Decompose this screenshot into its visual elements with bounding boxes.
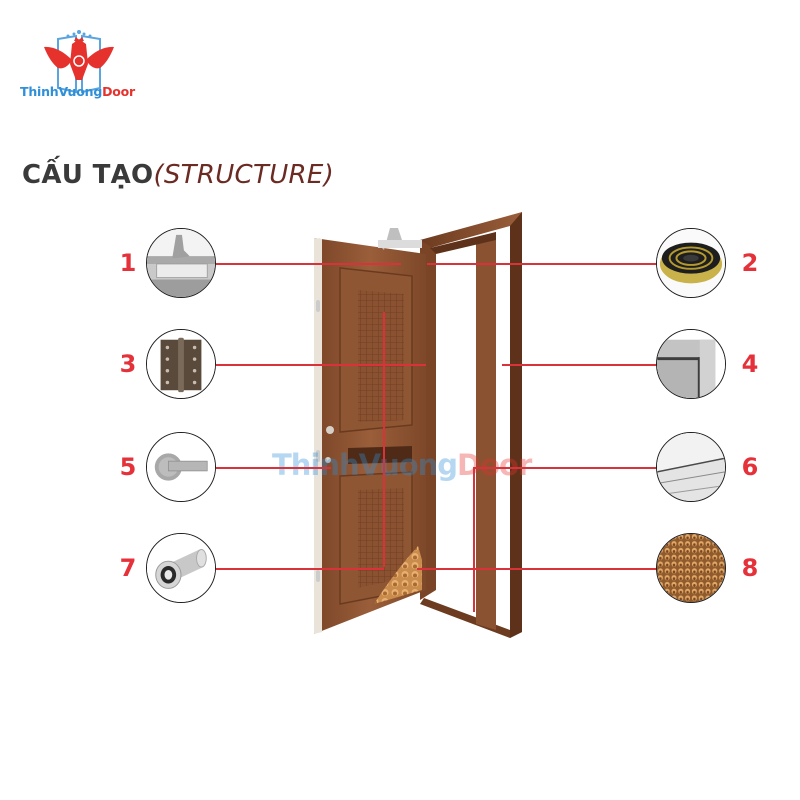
callout-number-5: 5 — [119, 453, 137, 481]
leader-line-7 — [216, 568, 384, 570]
steel-door-icon — [314, 212, 522, 638]
leader-line-6 — [473, 467, 657, 469]
watermark-part1: ThinhVuong — [272, 448, 458, 482]
leader-line-5 — [216, 467, 331, 469]
watermark: ThinhVuongDoor — [272, 448, 532, 482]
aluminum-strip-icon — [657, 433, 725, 501]
lever-handle-icon — [147, 433, 215, 501]
leader-vline-3 — [383, 312, 385, 567]
callout-number-7: 7 — [119, 554, 137, 582]
title-english: (STRUCTURE) — [153, 160, 335, 190]
hinge-icon — [147, 330, 215, 398]
component-8-honeycomb-core[interactable] — [656, 533, 726, 603]
leader-line-8 — [417, 568, 657, 570]
callout-number-3: 3 — [119, 350, 137, 378]
callout-number-1: 1 — [119, 249, 137, 277]
door-illustration — [300, 210, 540, 660]
leader-line-4 — [502, 364, 657, 366]
component-6-aluminum-strip[interactable] — [656, 432, 726, 502]
callout-number-8: 8 — [741, 554, 759, 582]
component-4-door-frame[interactable] — [656, 329, 726, 399]
honeycomb-core-icon — [657, 534, 725, 602]
brand-name: ThinhVuongDoor — [20, 84, 135, 99]
component-5-lever-handle[interactable] — [146, 432, 216, 502]
eagle-door-logo-icon — [44, 30, 114, 94]
title-vietnamese: CẤU TẠO — [22, 160, 154, 190]
door-closer-icon — [147, 229, 215, 297]
watermark-part2: Door — [457, 448, 532, 482]
leader-line-2 — [427, 263, 657, 265]
brand-name-part2: Door — [102, 84, 135, 99]
door-frame-corner-icon — [657, 330, 725, 398]
brand-logo[interactable] — [18, 12, 140, 102]
callout-number-2: 2 — [741, 249, 759, 277]
component-3-hinge[interactable] — [146, 329, 216, 399]
component-7-door-viewer[interactable] — [146, 533, 216, 603]
brand-name-part1: ThinhVuong — [20, 84, 103, 99]
component-1-door-closer[interactable] — [146, 228, 216, 298]
door-viewer-peephole-icon — [147, 534, 215, 602]
page-title: CẤU TẠO(STRUCTURE) — [22, 160, 334, 190]
leader-line-3 — [216, 364, 426, 366]
rubber-seal-roll-icon — [657, 229, 725, 297]
leader-vline-6 — [473, 467, 475, 612]
component-2-rubber-seal[interactable] — [656, 228, 726, 298]
callout-number-4: 4 — [741, 350, 759, 378]
leader-line-1 — [216, 263, 401, 265]
callout-number-6: 6 — [741, 453, 759, 481]
